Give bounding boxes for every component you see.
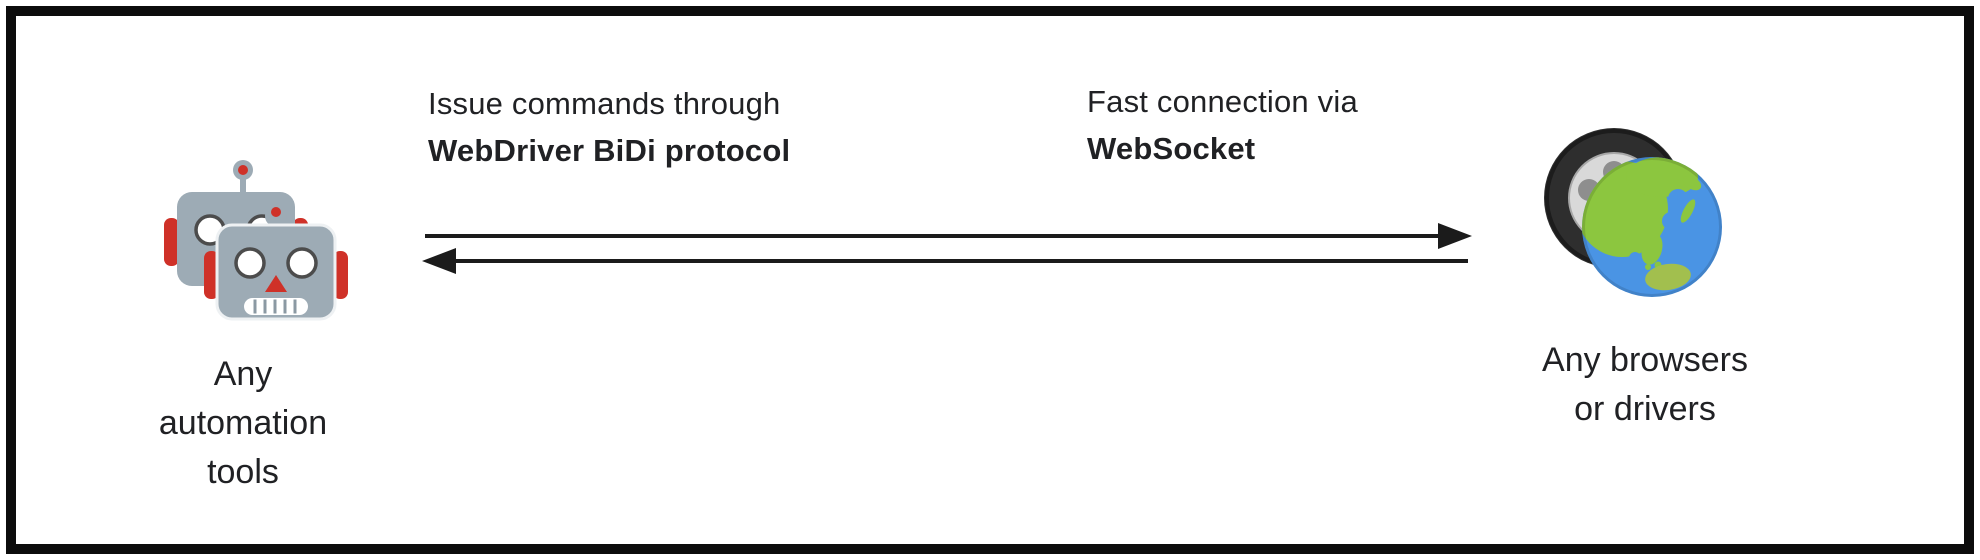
right-node-label-line1: Any browsers xyxy=(1542,341,1748,379)
connection-arrows xyxy=(422,223,1472,274)
right-node-label: Any browsers or drivers xyxy=(1462,336,1828,434)
caption-webdriver-bidi: Issue commands through WebDriver BiDi pr… xyxy=(428,80,790,174)
robot-front xyxy=(204,205,348,321)
arrow-right-icon xyxy=(425,223,1472,249)
arrow-left-icon xyxy=(422,248,1468,274)
caption-webdriver-bidi-line2: WebDriver BiDi protocol xyxy=(428,133,791,168)
left-node-label-line3: tools xyxy=(207,453,279,491)
right-node-label-line2: or drivers xyxy=(1574,390,1716,428)
caption-websocket-line2: WebSocket xyxy=(1087,131,1256,166)
caption-webdriver-bidi-line1: Issue commands through xyxy=(428,86,781,121)
robot-icon xyxy=(164,160,348,321)
globe-icon xyxy=(1582,157,1722,297)
caption-websocket: Fast connection via WebSocket xyxy=(1087,78,1358,172)
caption-websocket-line1: Fast connection via xyxy=(1087,84,1358,119)
wheel-globe-icon xyxy=(1544,128,1722,297)
left-node-label-line2: automation xyxy=(158,404,328,442)
left-node-label-line1: Any xyxy=(213,355,273,393)
left-node-label: Any automation tools xyxy=(93,350,393,497)
